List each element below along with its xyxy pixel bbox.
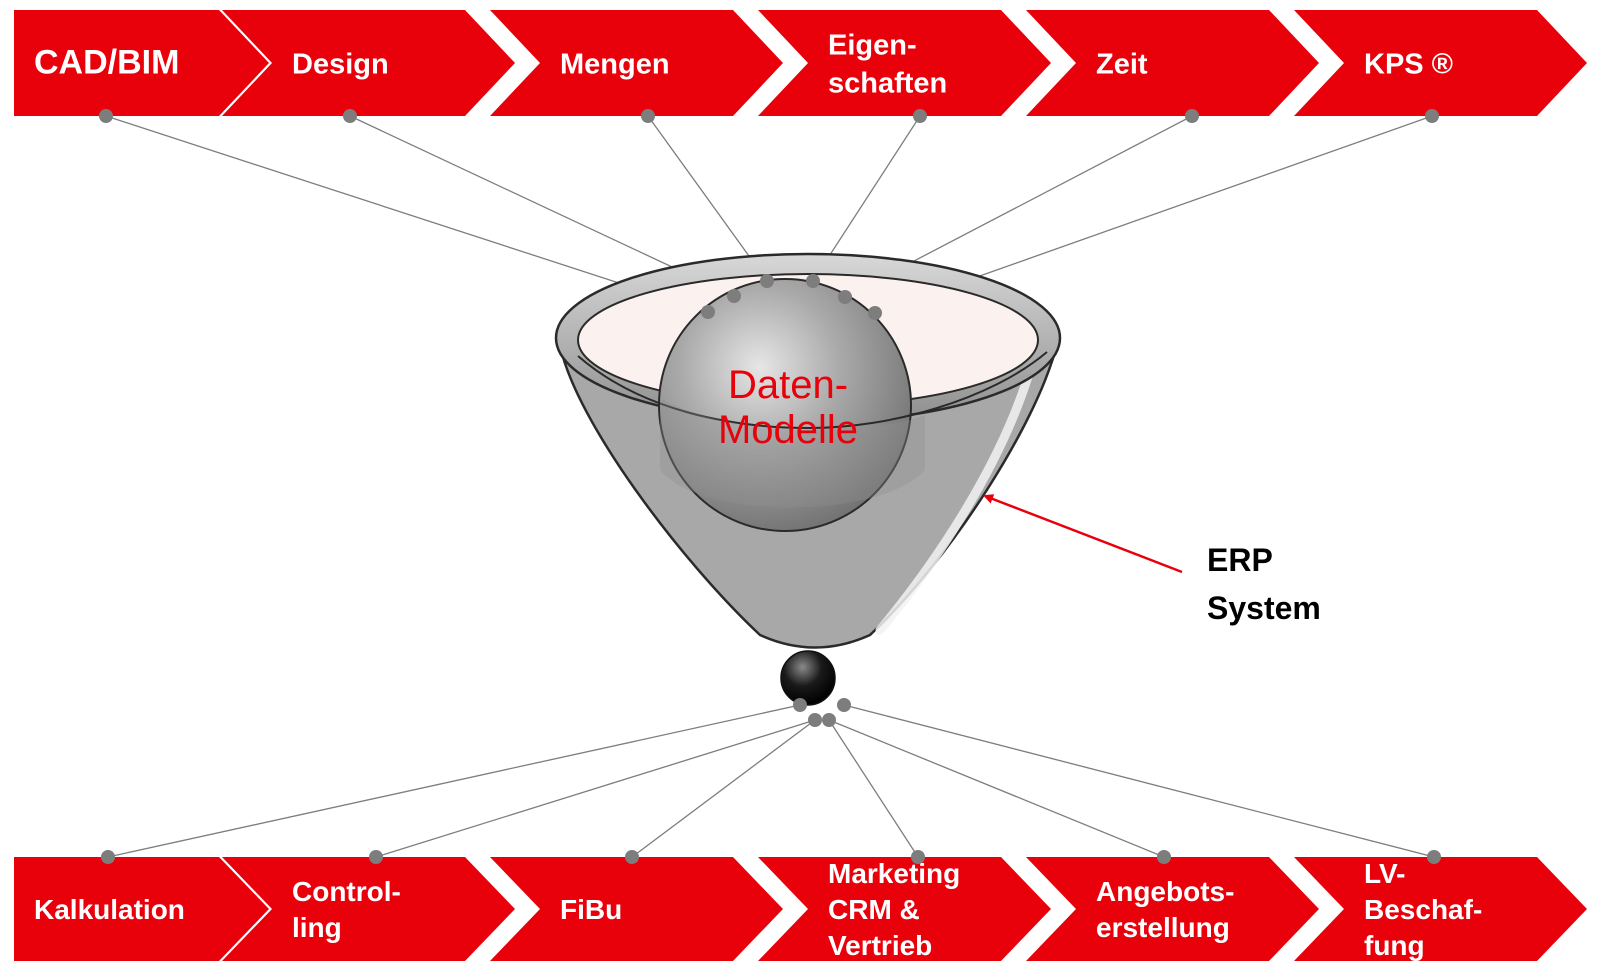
top-chevron-1-label-1: CAD/BIM: [34, 43, 179, 81]
connector-dot: [101, 850, 115, 864]
top-chevron-4-label-2: schaften: [828, 67, 947, 99]
bottom-chevron-3-label-1: FiBu: [560, 894, 622, 925]
top-chevron-6: [1294, 10, 1587, 116]
connector-dot: [760, 274, 774, 288]
erp-label-line2: System: [1207, 590, 1321, 626]
bottom-chevron-4-label-2: CRM &: [828, 894, 920, 925]
connector-dot: [868, 306, 882, 320]
top-chevron-1: [14, 10, 269, 116]
bottom-chevron-6-label-2: Beschaf-: [1364, 894, 1482, 925]
funnel-outlet-knob: [780, 650, 836, 706]
connector-dot: [1427, 850, 1441, 864]
bottom-connector-6: [843, 704, 1435, 858]
bottom-chevron-5-label-1: Angebots-: [1096, 876, 1234, 907]
top-process-band: CAD/BIM Design Mengen Eigen-schaften Zeit KPS…: [14, 10, 1587, 116]
top-chevron-2: [222, 10, 515, 116]
connector-dot: [1425, 109, 1439, 123]
center-label-line2: Modelle: [718, 408, 858, 452]
bottom-chevron-4: [758, 857, 1051, 961]
erp-label-line1: ERP: [1207, 542, 1273, 578]
bottom-connector-3: [631, 719, 816, 858]
top-chevron-5-label-1: Zeit: [1096, 48, 1148, 80]
top-connector-3: [647, 115, 768, 282]
bottom-chevron-1: [14, 857, 269, 961]
connector-dot: [822, 713, 836, 727]
connector-dot: [793, 698, 807, 712]
bottom-chevron-2-label-2: ling: [292, 912, 342, 943]
top-connector-2: [349, 115, 735, 297]
bottom-connector-4: [828, 719, 919, 858]
bottom-chevron-1-label-1: Kalkulation: [34, 894, 185, 925]
bottom-process-band: Kalkulation Control-ling FiBu MarketingCRM …: [14, 857, 1587, 961]
bottom-chevron-2: [222, 857, 515, 961]
top-chevron-4-label-1: Eigen-: [828, 29, 917, 61]
connector-dot: [343, 109, 357, 123]
erp-arrow: [983, 494, 1183, 574]
data-model-sphere: [658, 278, 912, 532]
top-chevron-2-label-1: Design: [292, 48, 389, 80]
bottom-chevron-2-label-1: Control-: [292, 876, 401, 907]
bottom-connector-1: [107, 704, 801, 858]
funnel: Daten- Modelle: [554, 252, 1062, 706]
connector-dots: [99, 109, 1441, 864]
connector-dot: [808, 713, 822, 727]
bottom-chevron-3: [490, 857, 783, 961]
bottom-chevron-6-label-3: fung: [1364, 930, 1425, 961]
bottom-connector-5: [828, 719, 1165, 858]
connector-dot: [913, 109, 927, 123]
connector-dot: [911, 850, 925, 864]
bottom-chevron-4-label-1: Marketing: [828, 858, 960, 889]
bottom-chevron-5-label-2: erstellung: [1096, 912, 1230, 943]
connector-dot: [837, 698, 851, 712]
connector-dot: [1157, 850, 1171, 864]
top-chevron-5: [1026, 10, 1319, 116]
connector-dot: [641, 109, 655, 123]
connector-dot: [99, 109, 113, 123]
connector-dot: [838, 290, 852, 304]
top-chevron-3-label-1: Mengen: [560, 48, 670, 80]
top-chevron-6-label-1: KPS ®: [1364, 48, 1453, 80]
bottom-chevron-4-label-3: Vertrieb: [828, 930, 932, 961]
top-connector-1: [105, 115, 709, 313]
bottom-chevron-6-label-1: LV-: [1364, 858, 1405, 889]
connector-dot: [701, 305, 715, 319]
bottom-chevron-6: [1294, 857, 1587, 961]
bottom-connector-2: [375, 719, 816, 858]
connector-dot: [1185, 109, 1199, 123]
connector-dot: [625, 850, 639, 864]
top-chevron-3: [490, 10, 783, 116]
center-label-line1: Daten-: [728, 363, 848, 407]
bottom-chevron-5: [1026, 857, 1319, 961]
top-chevron-4: [758, 10, 1051, 116]
connector-dot: [369, 850, 383, 864]
connector-dot: [806, 274, 820, 288]
connector-dot: [727, 289, 741, 303]
